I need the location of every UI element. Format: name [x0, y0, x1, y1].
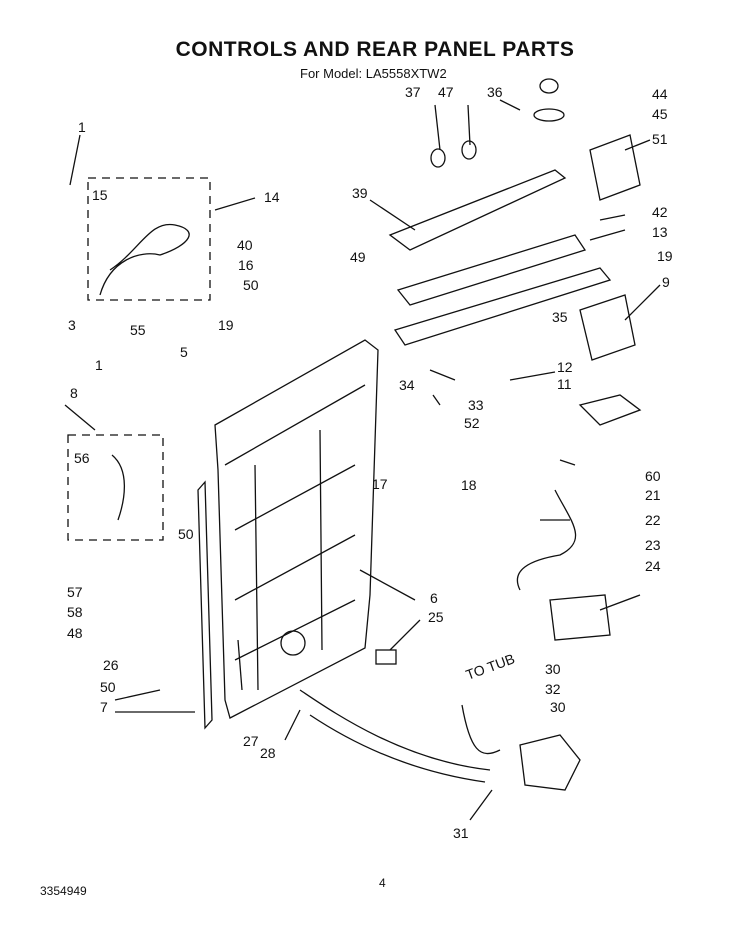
callout: 31 — [453, 825, 469, 841]
knob-44 — [539, 78, 559, 94]
callout: 1 — [78, 119, 86, 135]
callout: 24 — [645, 558, 661, 574]
callout: 16 — [238, 257, 254, 273]
callout: 55 — [130, 322, 146, 338]
fill-hose-56 — [111, 454, 125, 521]
callout: 14 — [264, 189, 280, 205]
callout-numbers: 1 14 15 3 1 55 5 19 40 16 50 49 37 47 36… — [67, 84, 673, 841]
callout: 50 — [243, 277, 259, 293]
callout: 12 — [557, 359, 573, 375]
callout: 19 — [657, 248, 673, 264]
rear-panel — [214, 339, 379, 719]
callout: 28 — [260, 745, 276, 761]
timer-9 — [579, 294, 636, 361]
callout: 25 — [428, 609, 444, 625]
pump-31 — [519, 734, 581, 791]
callout: 36 — [487, 84, 503, 100]
hose-32 — [461, 704, 501, 755]
callout: 27 — [243, 733, 259, 749]
callout: 34 — [399, 377, 415, 393]
hose-box-8 — [67, 434, 164, 541]
callout: 58 — [67, 604, 83, 620]
callout: 30 — [550, 699, 566, 715]
switch-24 — [549, 594, 611, 641]
callout: 37 — [405, 84, 421, 100]
panel-hole — [280, 630, 306, 656]
bracket-60 — [578, 394, 642, 426]
callout: 17 — [372, 476, 388, 492]
drain-hose-28 — [299, 689, 491, 771]
callout: 15 — [92, 187, 108, 203]
callout: 35 — [552, 309, 568, 325]
dial-45 — [533, 108, 565, 122]
callout: 23 — [645, 537, 661, 553]
callout: 47 — [438, 84, 454, 100]
doc-number: 3354949 — [40, 884, 87, 898]
callout: 57 — [67, 584, 83, 600]
callout: 21 — [645, 487, 661, 503]
callout: 50 — [100, 679, 116, 695]
power-cord — [99, 223, 190, 296]
callout: 9 — [662, 274, 670, 290]
callout: 51 — [652, 131, 668, 147]
knob-37 — [430, 148, 446, 168]
callout: 39 — [352, 185, 368, 201]
callout: 11 — [557, 376, 572, 392]
callout: 48 — [67, 625, 83, 641]
control-console — [388, 169, 567, 251]
callout: 7 — [100, 699, 108, 715]
callout: 50 — [178, 526, 194, 542]
bracket-51 — [589, 134, 641, 201]
hose-22 — [516, 489, 577, 591]
callout: 56 — [74, 450, 90, 466]
cord-box-14 — [87, 177, 211, 301]
knob-47 — [461, 140, 477, 160]
callout: 8 — [70, 385, 78, 401]
callout: 3 — [68, 317, 76, 333]
callout: 19 — [218, 317, 234, 333]
part-25 — [375, 649, 397, 665]
callout: 52 — [464, 415, 480, 431]
callout: 44 — [652, 86, 668, 102]
tub-label: TO TUB — [464, 650, 517, 682]
side-rail — [197, 480, 213, 730]
callout: 1 — [95, 357, 103, 373]
callout: 13 — [652, 224, 668, 240]
callout: 40 — [237, 237, 253, 253]
callout: 45 — [652, 106, 668, 122]
callout: 30 — [545, 661, 561, 677]
callout: 42 — [652, 204, 668, 220]
callout: 5 — [180, 344, 188, 360]
callout: 18 — [461, 477, 477, 493]
callout: 22 — [645, 512, 661, 528]
page-title: CONTROLS AND REAR PANEL PARTS — [175, 38, 575, 61]
callout: 32 — [545, 681, 561, 697]
model-subtitle: For Model: LA5558XTW2 — [300, 66, 447, 81]
callout: 60 — [645, 468, 661, 484]
callout: 6 — [430, 590, 438, 606]
callout: 33 — [468, 397, 484, 413]
callout: 49 — [350, 249, 366, 265]
page-number: 4 — [379, 876, 386, 890]
callout: 26 — [103, 657, 119, 673]
